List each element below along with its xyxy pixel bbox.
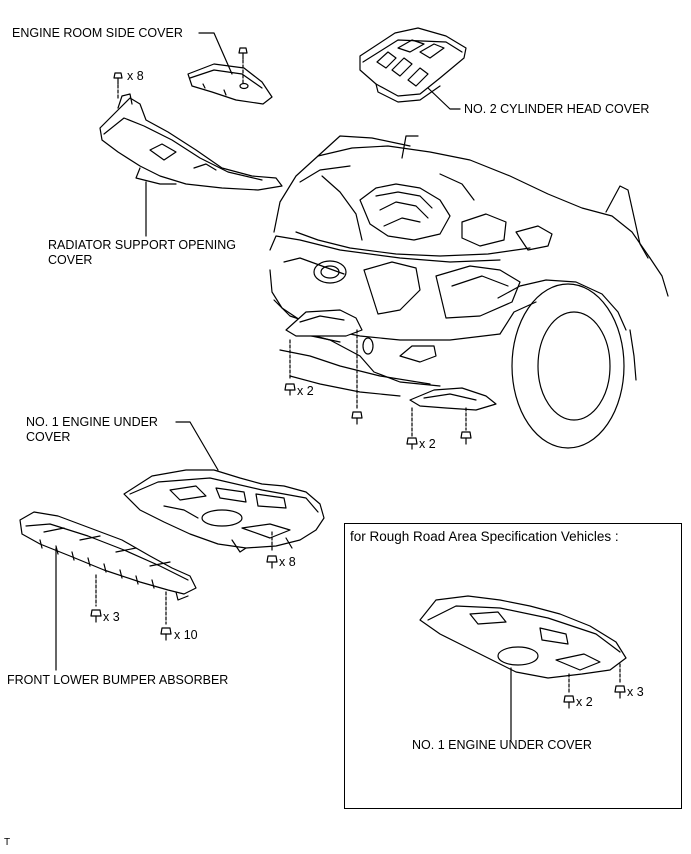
bumper-right-bracket xyxy=(409,387,497,411)
inset-under-cover-part xyxy=(419,595,627,679)
no1-under-cover-label-line1: NO. 1 ENGINE UNDER xyxy=(26,415,158,429)
side-cover-clip-icon xyxy=(238,47,248,60)
bumper-left-bracket xyxy=(285,309,363,337)
radiator-support-opening-cover-part xyxy=(99,93,283,191)
inset-title: for Rough Road Area Specification Vehicl… xyxy=(350,529,619,544)
absorber-bolt-icon xyxy=(160,627,172,641)
under-cover-bolt-icon xyxy=(266,555,278,569)
side-cover-leader xyxy=(198,32,233,75)
bumper-clip-left-qty: x 2 xyxy=(297,384,314,398)
under-cover-leader xyxy=(175,421,219,471)
radiator-clip-icon xyxy=(113,72,123,85)
footer-mark: T xyxy=(4,837,11,848)
inset-bolt-icon xyxy=(614,685,626,699)
cylinder-head-cover-label: NO. 2 CYLINDER HEAD COVER xyxy=(464,102,650,116)
front-lower-bumper-absorber-label: FRONT LOWER BUMPER ABSORBER xyxy=(7,673,229,687)
engine-room-side-cover-label: ENGINE ROOM SIDE COVER xyxy=(12,26,183,40)
engine-room-side-cover-part xyxy=(187,63,273,105)
absorber-bolt-qty: x 10 xyxy=(174,628,198,642)
inset-clip-icon xyxy=(563,695,575,709)
under-cover-bolt-qty: x 8 xyxy=(279,555,296,569)
bumper-clip-right-icon xyxy=(406,437,418,450)
inset-clip-qty: x 2 xyxy=(576,695,593,709)
radiator-support-label-line1: RADIATOR SUPPORT OPENING xyxy=(48,238,237,252)
bumper-clip-left-icon xyxy=(284,383,296,396)
bumper-bolt-right-icon xyxy=(460,431,472,445)
cylinder-head-cover-leader xyxy=(427,87,461,110)
bumper-clip-right-qty: x 2 xyxy=(419,437,436,451)
inset-under-cover-label: NO. 1 ENGINE UNDER COVER xyxy=(412,738,592,752)
absorber-clip-icon xyxy=(90,609,102,623)
radiator-clip-qty: x 8 xyxy=(127,69,144,83)
front-lower-bumper-absorber-part xyxy=(19,511,197,601)
no1-under-cover-label-line2: COVER xyxy=(26,430,71,444)
no1-engine-under-cover-part xyxy=(123,469,325,553)
cylinder-head-cover-part xyxy=(359,27,467,103)
radiator-support-label-line2: COVER xyxy=(48,253,93,267)
bumper-bolt-center-icon xyxy=(351,411,363,425)
inset-bolt-qty: x 3 xyxy=(627,685,644,699)
absorber-clip-qty: x 3 xyxy=(103,610,120,624)
rough-road-inset-box: for Rough Road Area Specification Vehicl… xyxy=(344,523,682,809)
